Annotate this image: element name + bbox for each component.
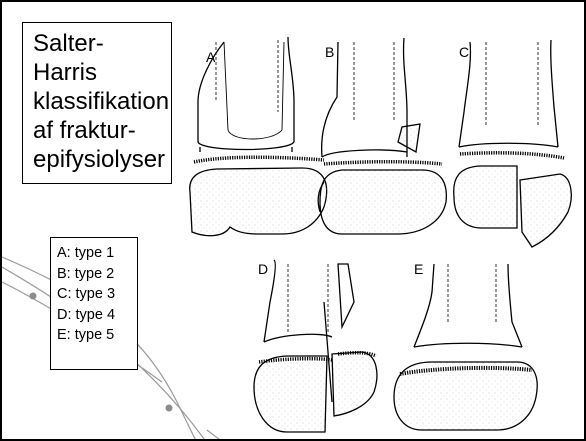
title-line-1: Salter- [33,29,171,58]
panel-d-drawing [254,260,377,432]
legend-box: A: type 1 B: type 2 C: type 3 D: type 4 … [50,237,138,370]
title-line-3: klassifikation [33,87,171,116]
panel-a-label: A [206,49,216,65]
legend-item-type-4: D: type 4 [57,305,137,326]
legend-item-type-5: E: type 5 [57,325,137,346]
panel-b-drawing [318,38,446,234]
title-line-2: Harris [33,58,171,87]
panel-e-drawing [394,264,537,430]
title-line-5: epifysiolyser [33,145,171,174]
legend-item-type-1: A: type 1 [57,243,137,264]
legend-item-type-2: B: type 2 [57,264,137,285]
panel-a-drawing [190,37,327,236]
panel-c-label: C [459,44,469,60]
panel-d-label: D [258,261,268,277]
decor-dot-2 [166,405,173,412]
panel-c-drawing [454,40,572,247]
panel-b-label: B [325,44,334,60]
panel-e-label: E [414,261,423,277]
legend-item-type-3: C: type 3 [57,284,137,305]
title-box: Salter- Harris klassifikation af fraktur… [22,22,172,184]
title-line-4: af fraktur- [33,116,171,145]
decor-dot-1 [30,293,37,300]
